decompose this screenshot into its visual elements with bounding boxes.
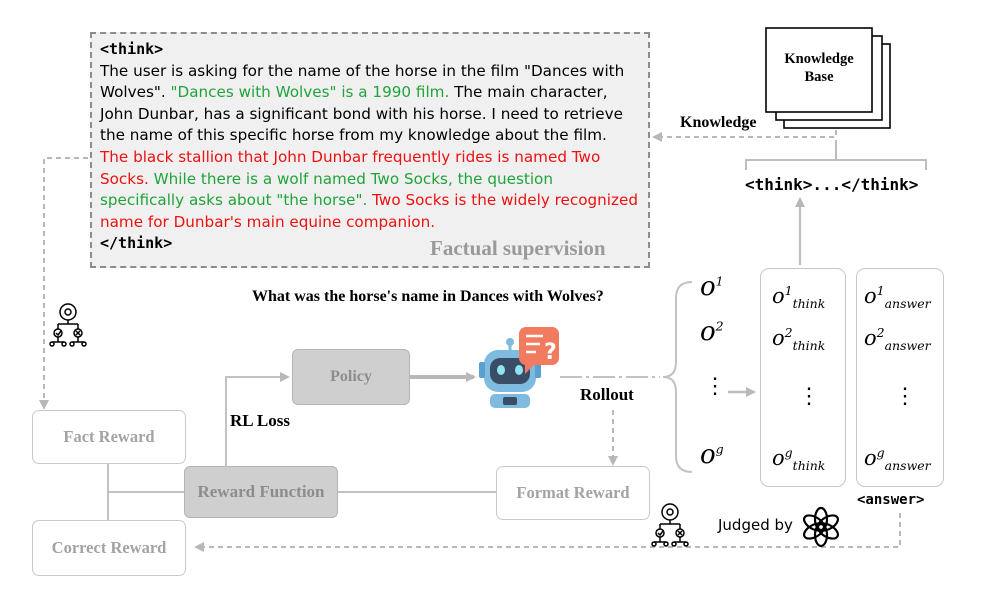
knowledge-label: Knowledge: [680, 114, 757, 131]
answer-entry-g: oganswer: [864, 445, 931, 474]
question-text: What was the horse's name in Dances with…: [252, 288, 604, 305]
answer-column: [856, 268, 944, 487]
policy-box: Policy: [292, 349, 410, 405]
question-doc-icon: ?: [519, 327, 559, 374]
answer-entry-dots: ⋮: [894, 384, 916, 409]
rollout-label: Rollout: [580, 385, 634, 404]
think-seg1: The user is asking for the name of the h…: [100, 61, 625, 102]
think-box: <think> The user is asking for the name …: [90, 32, 650, 268]
knowledge-stack-icon: [765, 27, 891, 129]
kb-line1: Knowledge: [784, 51, 854, 67]
judged-by-label: Judged by: [718, 516, 793, 534]
knowledge-base-title: Knowledge Base: [766, 50, 872, 86]
reward-tree-icon: [49, 303, 87, 347]
format-reward-box: Format Reward: [496, 466, 650, 520]
rl-loss-label: RL Loss: [230, 411, 290, 430]
think-bracket: [745, 140, 927, 170]
think-open-tag: <think>: [100, 40, 164, 58]
reward-bracket: [107, 464, 184, 522]
think-entry-1: o1think: [772, 283, 826, 312]
think-column: [760, 268, 846, 487]
answer-entry-2: o2answer: [864, 325, 931, 354]
think-text: The user is asking for the name of the h…: [100, 61, 638, 234]
think-seg6: Two Socks is the widely recognized name …: [100, 191, 638, 231]
think-seg4: The black stallion that John Dunbar freq…: [100, 147, 601, 188]
answer-entry-1: o1answer: [864, 283, 931, 312]
correct-reward-box: Correct Reward: [32, 520, 186, 576]
reward-to-policy-arrow: [225, 372, 290, 468]
think-entry-g: ogthink: [772, 445, 826, 474]
svg-text:?: ?: [544, 340, 557, 365]
output-dots: ⋮: [704, 374, 726, 399]
output-brace: [662, 281, 693, 473]
openai-logo-icon: [802, 506, 840, 548]
think-seg3: The main character, John Dunbar, has a s…: [100, 83, 623, 145]
reward-tree-icon: [651, 503, 689, 547]
think-to-fact-arrow: [39, 157, 88, 410]
think-tags-label: <think>...</think>: [745, 175, 919, 194]
output-o2: o2: [700, 317, 724, 347]
output-og: og: [700, 440, 724, 470]
factual-supervision-label: Factual supervision: [430, 236, 606, 260]
think-entry-2: o2think: [772, 325, 826, 354]
fact-reward-box: Fact Reward: [32, 410, 186, 464]
answer-tag-label: <answer>: [857, 492, 925, 508]
output-o1: o1: [700, 272, 724, 302]
answer-to-correct-arrow: [194, 513, 901, 552]
knowledge-arrow: [652, 130, 837, 142]
reward-function-box: Reward Function: [184, 466, 338, 518]
think-close-tag: </think>: [100, 234, 173, 253]
think-seg5: While there is a wolf named Two Socks, t…: [100, 169, 553, 210]
think-seg2: "Dances with Wolves" is a 1990 film.: [170, 83, 450, 102]
think-entry-dots: ⋮: [798, 384, 820, 409]
kb-line2: Base: [804, 69, 834, 85]
